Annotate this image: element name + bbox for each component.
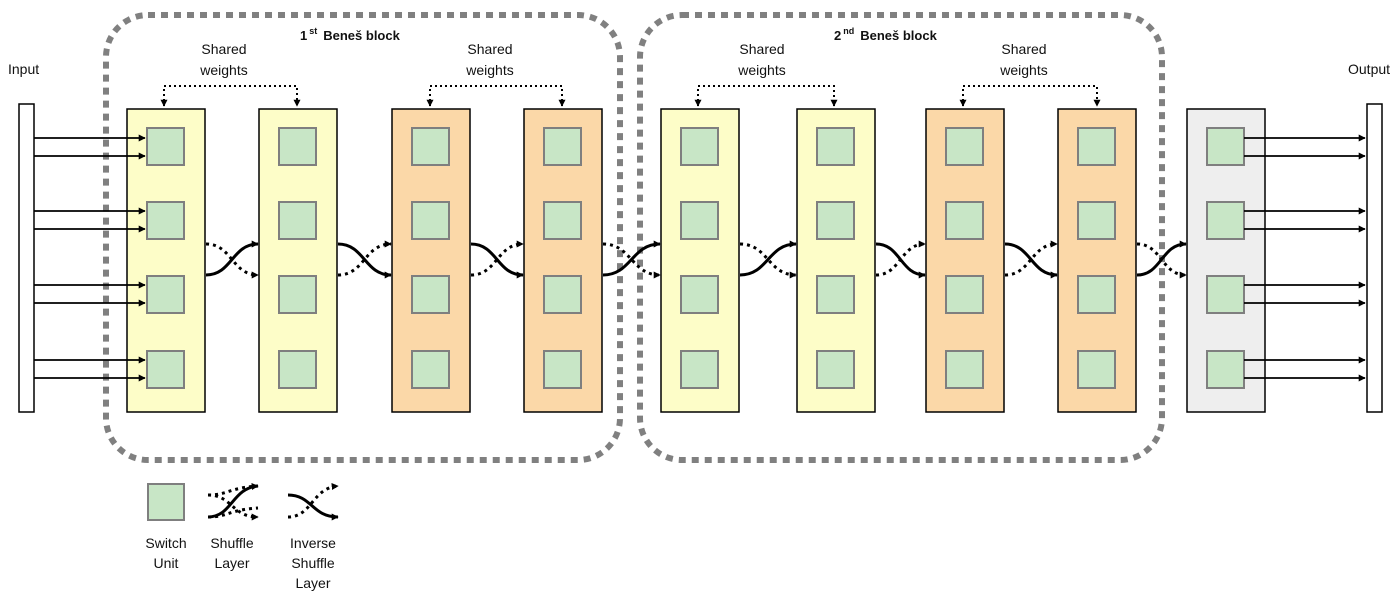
benes-block-1 — [103, 12, 623, 463]
shared-weights-label: weights — [737, 62, 785, 78]
switch-unit — [1077, 275, 1116, 314]
shuffle-connector — [875, 240, 926, 279]
legend-shuffle-layer-label: Shuffle — [210, 535, 254, 551]
switch-unit — [543, 127, 582, 166]
shared-weights-label: weights — [999, 62, 1047, 78]
switch-unit — [146, 127, 185, 166]
shared-weights-label: weights — [465, 62, 513, 78]
switch-unit — [146, 201, 185, 240]
output-label: Output — [1348, 61, 1390, 77]
input-bar — [18, 103, 35, 413]
switch-unit — [945, 201, 984, 240]
shuffle-connector — [602, 240, 661, 279]
switch-unit — [278, 350, 317, 389]
switch-unit — [816, 127, 855, 166]
legend-switch-unit-swatch — [147, 483, 185, 521]
shared-weights-bracket — [959, 85, 1101, 107]
switch-unit — [278, 127, 317, 166]
output-bar — [1366, 103, 1383, 413]
legend-inverse-shuffle-layer-label: Shuffle — [291, 555, 335, 571]
switch-unit — [680, 201, 719, 240]
legend-inverse-shuffle-layer-icon — [287, 483, 339, 521]
switch-unit — [1206, 201, 1245, 240]
shuffle-connector — [739, 240, 797, 279]
shared-weights-label: Shared — [467, 41, 512, 57]
shared-weights-bracket — [694, 85, 838, 107]
legend-shuffle-layer-icon — [207, 483, 259, 521]
shared-weights-bracket — [160, 85, 301, 107]
shared-weights-label: Shared — [1001, 41, 1046, 57]
switch-unit — [278, 275, 317, 314]
switch-unit — [1077, 201, 1116, 240]
shared-weights-label: Shared — [201, 41, 246, 57]
benes-block-2 — [637, 12, 1165, 463]
shared-weights-label: weights — [199, 62, 247, 78]
switch-unit — [816, 350, 855, 389]
shuffle-connector — [470, 240, 524, 279]
switch-unit — [146, 275, 185, 314]
switch-unit — [411, 127, 450, 166]
input-label: Input — [8, 61, 39, 77]
shared-weights-bracket — [426, 85, 566, 107]
switch-unit — [411, 201, 450, 240]
switch-unit — [945, 275, 984, 314]
legend-inverse-shuffle-layer-label: Layer — [295, 575, 330, 591]
shuffle-connector — [205, 240, 259, 279]
shuffle-connector — [1136, 240, 1187, 279]
switch-unit — [278, 201, 317, 240]
switch-unit — [1077, 127, 1116, 166]
legend-switch-unit-label: Unit — [154, 555, 179, 571]
switch-unit — [543, 350, 582, 389]
switch-unit — [680, 127, 719, 166]
switch-unit — [543, 201, 582, 240]
switch-unit — [945, 350, 984, 389]
switch-unit — [680, 275, 719, 314]
shuffle-connector — [1004, 240, 1058, 279]
switch-unit — [411, 275, 450, 314]
switch-unit — [680, 350, 719, 389]
switch-unit — [1206, 275, 1245, 314]
shuffle-connector — [337, 240, 392, 279]
switch-unit — [1206, 350, 1245, 389]
switch-unit — [945, 127, 984, 166]
switch-unit — [816, 201, 855, 240]
switch-unit — [146, 350, 185, 389]
switch-unit — [411, 350, 450, 389]
switch-unit — [543, 275, 582, 314]
switch-unit — [1077, 350, 1116, 389]
shared-weights-label: Shared — [739, 41, 784, 57]
legend-shuffle-layer-label: Layer — [214, 555, 249, 571]
legend-switch-unit-label: Switch — [145, 535, 186, 551]
legend-inverse-shuffle-layer-label: Inverse — [290, 535, 336, 551]
switch-unit — [816, 275, 855, 314]
switch-unit — [1206, 127, 1245, 166]
